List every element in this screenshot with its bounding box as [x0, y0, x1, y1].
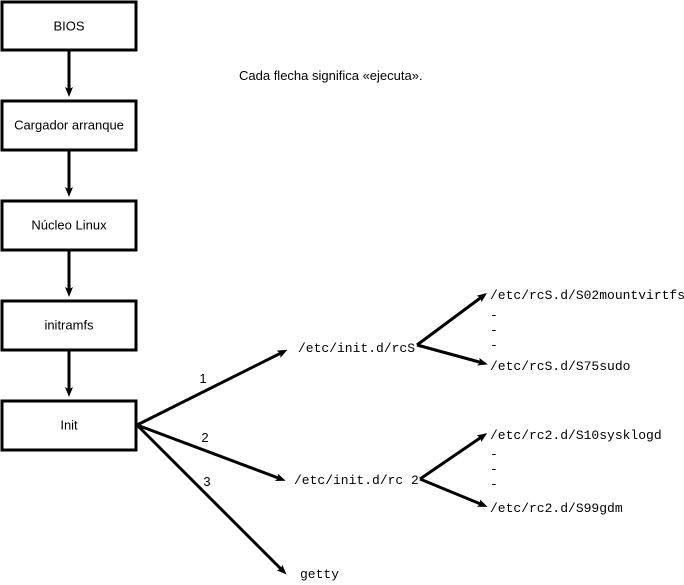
- arrow-rc2-to-last-script: [419, 477, 488, 507]
- node-kernel: Núcleo Linux: [0, 199, 138, 252]
- arrow-init-to-rc2: [136, 423, 286, 481]
- arrow-init-to-rcs: [136, 349, 288, 427]
- arrow-rc2-to-first-script: [419, 433, 488, 481]
- node-bios: BIOS: [0, 0, 138, 52]
- node-bootloader: Cargador arranque: [0, 99, 138, 152]
- script-rc2-last: /etc/rc2.d/S99gdm: [490, 501, 623, 516]
- node-initramfs-rect: [0, 299, 138, 352]
- script-rcs-ellipsis-2: -: [490, 323, 498, 338]
- label-getty: getty: [300, 567, 339, 582]
- script-rc2-ellipsis-3: -: [490, 477, 498, 492]
- node-kernel-label: Núcleo Linux: [31, 217, 107, 232]
- node-init-label: Init: [60, 417, 78, 432]
- label-init-d-rcs: /etc/init.d/rcS: [298, 341, 415, 356]
- arrow-rcs-to-first-script: [416, 293, 488, 347]
- node-bootloader-label: Cargador arranque: [14, 117, 124, 132]
- script-rc2-first: /etc/rc2.d/S10sysklogd: [490, 428, 662, 443]
- arrow-init-to-getty: [135, 423, 287, 575]
- branch-number-3: 3: [203, 474, 210, 489]
- diagram-note: Cada flecha significa «ejecuta».: [239, 68, 423, 83]
- node-initramfs-label: initramfs: [44, 317, 94, 332]
- script-rcs-ellipsis-1: -: [490, 308, 498, 323]
- branch-number-2: 2: [201, 430, 208, 445]
- script-rcs-first: /etc/rcS.d/S02mountvirtfs: [490, 288, 684, 303]
- node-initramfs: initramfs: [0, 299, 138, 352]
- node-init: Init: [0, 399, 138, 452]
- script-rcs-ellipsis-3: -: [490, 338, 498, 353]
- script-rc2-ellipsis-2: -: [490, 462, 498, 477]
- label-init-d-rc2: /etc/init.d/rc 2: [294, 473, 419, 488]
- node-init-rect: [0, 399, 138, 452]
- script-rcs-last: /etc/rcS.d/S75sudo: [490, 359, 630, 374]
- arrow-rcs-to-last-script: [416, 343, 488, 366]
- node-bios-label: BIOS: [53, 18, 84, 33]
- branch-number-1: 1: [199, 371, 206, 386]
- script-rc2-ellipsis-1: -: [490, 447, 498, 462]
